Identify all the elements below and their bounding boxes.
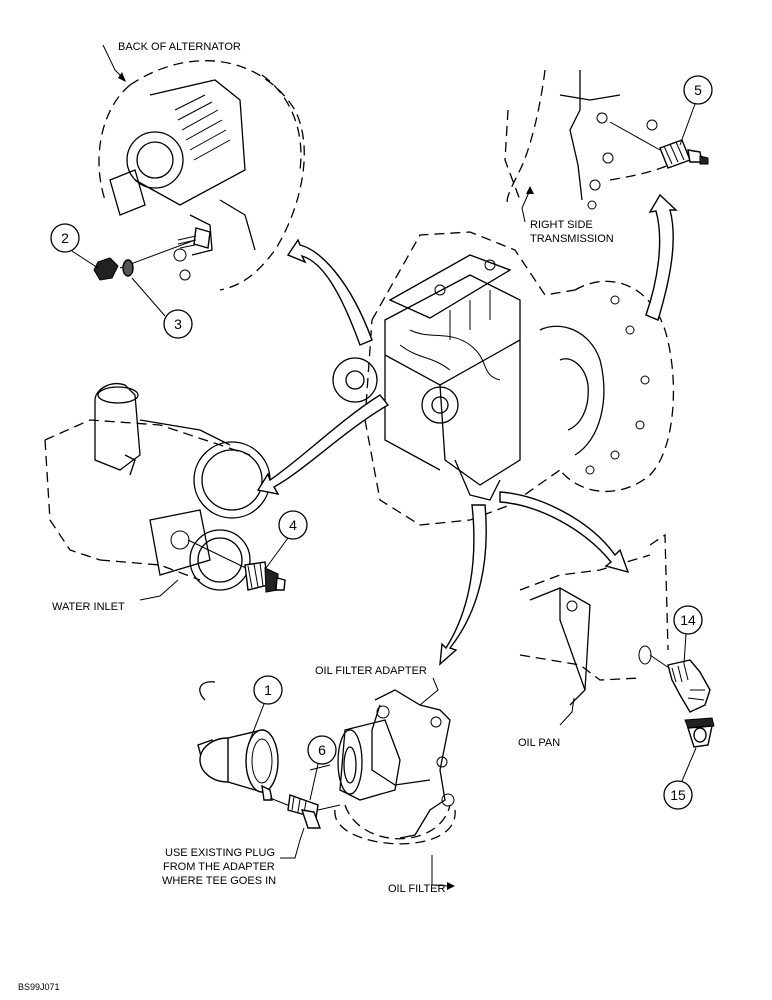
callout-5-number: 5 <box>694 82 702 98</box>
callout-6: 6 <box>307 735 337 801</box>
callout-6-number: 6 <box>318 742 326 758</box>
engine-assembly <box>332 231 675 526</box>
curved-arrows <box>256 193 678 666</box>
callout-2-number: 2 <box>61 230 69 246</box>
callout-14-number: 14 <box>680 612 696 628</box>
oil-pan-label: OIL PAN <box>518 737 560 749</box>
callout-15: 15 <box>663 747 697 810</box>
transmission-label: TRANSMISSION <box>530 233 614 245</box>
callout-4-number: 4 <box>289 517 297 533</box>
oil-filter-adapter-label: OIL FILTER ADAPTER <box>315 665 427 677</box>
water-inlet-label: WATER INLET <box>52 601 125 613</box>
callout-1: 1 <box>249 675 283 741</box>
figure-code-label: BS99J071 <box>18 982 60 992</box>
transmission-detail <box>504 69 709 223</box>
back-of-alternator-label: BACK OF ALTERNATOR <box>118 41 241 53</box>
right-side-label: RIGHT SIDE <box>530 219 593 231</box>
use-existing-plug-label-2: FROM THE ADAPTER <box>163 861 275 873</box>
callout-3-number: 3 <box>174 316 182 332</box>
callout-3: 3 <box>131 277 193 339</box>
callout-4: 4 <box>265 510 308 569</box>
use-existing-plug-label-1: USE EXISTING PLUG <box>165 847 275 859</box>
oil-filter-adapter-detail <box>309 677 456 845</box>
oil-pressure-sender <box>197 681 341 859</box>
oil-pan-detail <box>519 533 715 748</box>
callout-2: 2 <box>50 223 99 269</box>
callout-5: 5 <box>679 75 713 146</box>
use-existing-plug-label-3: WHERE TEE GOES IN <box>162 875 276 887</box>
callout-1-number: 1 <box>264 682 272 698</box>
callout-14: 14 <box>673 605 703 665</box>
oil-filter-label: OIL FILTER <box>388 883 446 895</box>
water-inlet-detail <box>44 383 286 601</box>
callout-15-number: 15 <box>670 787 686 803</box>
alternator-detail <box>93 44 305 291</box>
